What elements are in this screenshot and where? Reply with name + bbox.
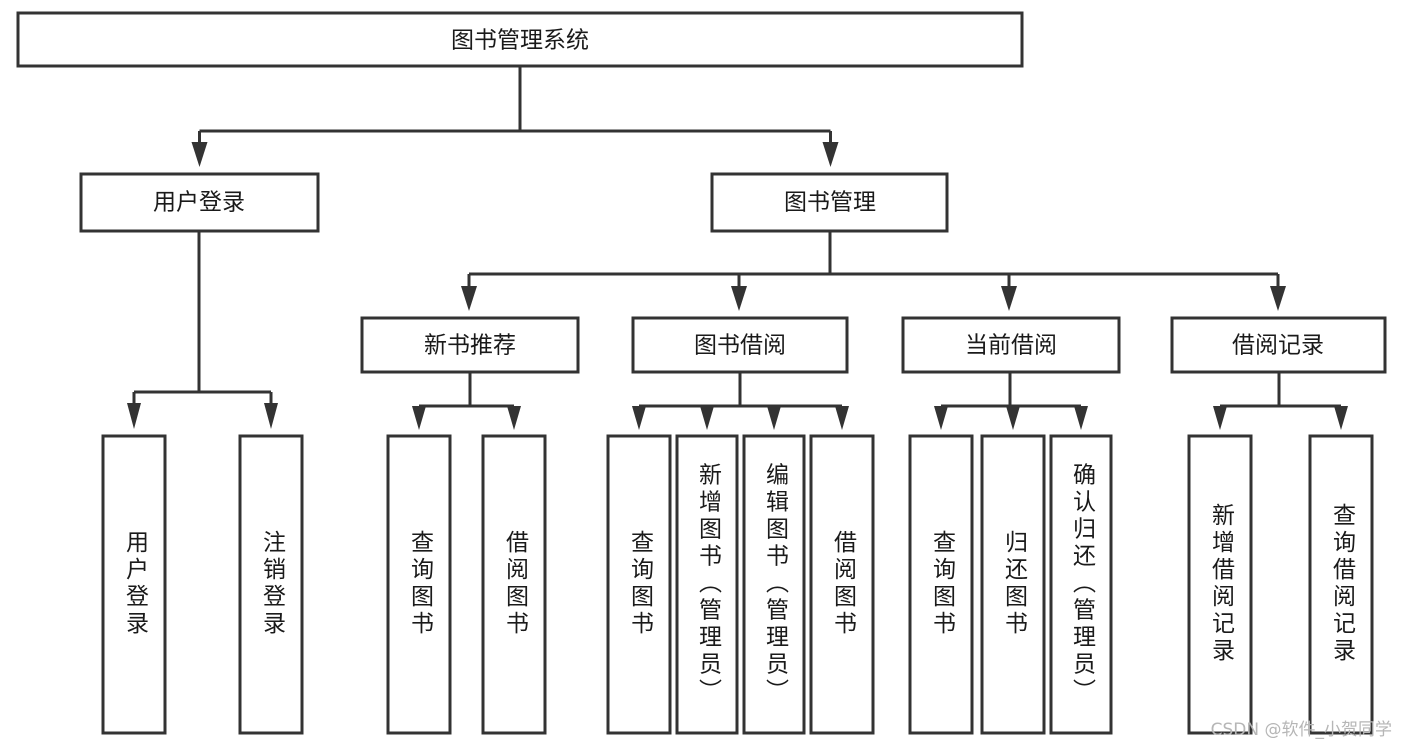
node-leaf-user-login-label: 用户登录 [122, 530, 150, 638]
arrow-cb-to-leaf-return-book [1006, 406, 1020, 430]
node-leaf-return-book-label: 归还图书 [1001, 530, 1029, 638]
arrow-bb-to-leaf-borrow-book-2 [835, 406, 849, 430]
node-root-label: 图书管理系统 [451, 28, 589, 54]
node-leaf-edit-book[interactable]: 编辑图书（管理员） [742, 434, 806, 735]
node-borrow-record-box[interactable] [1170, 316, 1387, 374]
arrow-root-to-user-login [191, 142, 208, 167]
node-user-login-label: 用户登录 [153, 190, 245, 216]
node-leaf-borrow-book-1-label: 借阅图书 [502, 530, 530, 638]
arrow-br-to-leaf-add-record [1213, 406, 1227, 430]
node-leaf-borrow-book-1[interactable]: 借阅图书 [481, 434, 547, 735]
node-leaf-query-record[interactable]: 查询借阅记录 [1308, 434, 1374, 735]
node-leaf-borrow-book-2[interactable]: 借阅图书 [809, 434, 875, 735]
node-leaf-borrow-book-2-label: 借阅图书 [830, 530, 858, 638]
arrow-cb-to-leaf-confirm-return [1074, 406, 1088, 430]
node-leaf-confirm-return[interactable]: 确认归还（管理员） [1049, 434, 1113, 735]
node-leaf-query-book-1[interactable]: 查询图书 [386, 434, 452, 735]
node-book-borrow-box[interactable] [631, 316, 849, 374]
node-leaf-query-book-2-label: 查询图书 [627, 530, 655, 638]
node-new-book-recommend-box[interactable] [360, 316, 580, 374]
node-leaf-borrow-book-2-box[interactable] [809, 434, 875, 735]
node-leaf-add-book-box[interactable] [675, 434, 739, 735]
node-borrow-record-label: 借阅记录 [1232, 333, 1324, 359]
arrow-bm-to-current-borrow [1001, 286, 1017, 311]
node-leaf-confirm-return-box[interactable] [1049, 434, 1113, 735]
node-leaf-query-record-box[interactable] [1308, 434, 1374, 735]
node-new-book-recommend-label: 新书推荐 [424, 333, 516, 359]
arrow-bb-to-leaf-add-book [700, 406, 714, 430]
node-leaf-query-book-3[interactable]: 查询图书 [908, 434, 974, 735]
node-leaf-edit-book-box[interactable] [742, 434, 806, 735]
node-leaf-query-book-3-box[interactable] [908, 434, 974, 735]
node-leaf-user-logout-label: 注销登录 [259, 530, 287, 638]
arrow-bb-to-leaf-query-book-2 [632, 406, 646, 430]
node-user-login[interactable]: 用户登录 [79, 172, 320, 233]
node-leaf-add-book-label: 新增图书（管理员） [695, 463, 723, 706]
arrow-ul-to-leaf-user-logout [264, 403, 278, 429]
node-leaf-user-login-box[interactable] [101, 434, 167, 735]
node-leaf-query-record-label: 查询借阅记录 [1329, 503, 1357, 665]
node-borrow-record[interactable]: 借阅记录 [1170, 316, 1387, 374]
node-leaf-return-book[interactable]: 归还图书 [980, 434, 1046, 735]
node-root[interactable]: 图书管理系统 [16, 11, 1024, 68]
node-leaf-borrow-book-1-box[interactable] [481, 434, 547, 735]
node-leaf-edit-book-label: 编辑图书（管理员） [762, 463, 790, 706]
node-book-manage-label: 图书管理 [784, 190, 876, 216]
node-book-borrow-label: 图书借阅 [694, 333, 786, 359]
node-leaf-query-book-1-label: 查询图书 [407, 530, 435, 638]
node-user-login-box[interactable] [79, 172, 320, 233]
node-leaf-add-book[interactable]: 新增图书（管理员） [675, 434, 739, 735]
node-book-manage[interactable]: 图书管理 [710, 172, 949, 233]
arrow-rec-to-leaf-borrow-book-1 [507, 406, 521, 430]
arrow-cb-to-leaf-query-book-3 [934, 406, 948, 430]
arrow-root-to-book-manage [822, 142, 839, 167]
node-leaf-query-book-3-label: 查询图书 [929, 530, 957, 638]
arrow-bm-to-new-book-recommend [461, 286, 477, 311]
node-leaf-query-book-2-box[interactable] [606, 434, 672, 735]
arrow-br-to-leaf-query-record [1334, 406, 1348, 430]
arrow-bm-to-borrow-record [1270, 286, 1286, 311]
node-leaf-add-record[interactable]: 新增借阅记录 [1187, 434, 1253, 735]
node-leaf-confirm-return-label: 确认归还（管理员） [1069, 463, 1097, 706]
node-leaf-query-book-1-box[interactable] [386, 434, 452, 735]
csdn-watermark: CSDN @软件_小贺同学 [1211, 720, 1392, 740]
arrow-bm-to-book-borrow [731, 286, 747, 311]
node-leaf-return-book-box[interactable] [980, 434, 1046, 735]
node-book-borrow[interactable]: 图书借阅 [631, 316, 849, 374]
node-leaf-add-record-box[interactable] [1187, 434, 1253, 735]
arrow-rec-to-leaf-query-book-1 [412, 406, 426, 430]
node-root-box[interactable] [16, 11, 1024, 68]
node-leaf-query-book-2[interactable]: 查询图书 [606, 434, 672, 735]
node-leaf-user-logout-box[interactable] [238, 434, 304, 735]
node-layer: 图书管理系统 用户登录 图书管理 新书推荐 图书借阅 当前借阅 借阅记录 [16, 11, 1387, 735]
node-new-book-recommend[interactable]: 新书推荐 [360, 316, 580, 374]
node-current-borrow-label: 当前借阅 [965, 333, 1057, 359]
node-leaf-user-logout[interactable]: 注销登录 [238, 434, 304, 735]
node-leaf-add-record-label: 新增借阅记录 [1208, 503, 1236, 665]
arrow-bb-to-leaf-edit-book [767, 406, 781, 430]
node-book-manage-box[interactable] [710, 172, 949, 233]
arrow-ul-to-leaf-user-login [127, 403, 141, 429]
node-leaf-user-login[interactable]: 用户登录 [101, 434, 167, 735]
node-current-borrow[interactable]: 当前借阅 [901, 316, 1121, 374]
edge-layer [127, 66, 1348, 430]
node-current-borrow-box[interactable] [901, 316, 1121, 374]
